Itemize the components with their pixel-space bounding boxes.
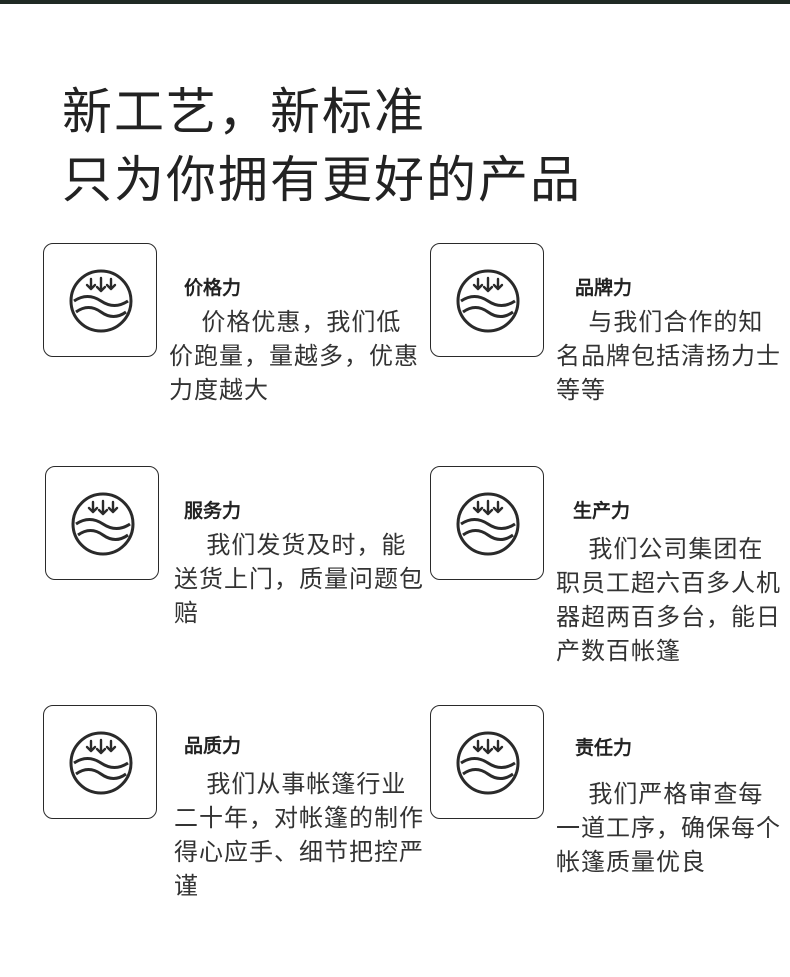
page-headline: 新工艺，新标准 只为你拥有更好的产品 — [62, 78, 582, 214]
icon-box — [430, 705, 544, 819]
feature-desc: 我们从事帐篷行业二十年，对帐篷的制作得心应手、细节把控严谨 — [174, 770, 424, 900]
icon-box — [43, 243, 157, 357]
icon-box — [45, 466, 159, 580]
wave-down-arrows-icon — [456, 492, 520, 556]
wave-down-arrows-icon — [456, 731, 520, 795]
feature-desc: 与我们合作的知名品牌包括清扬力士等等 — [556, 308, 781, 404]
icon-box — [430, 466, 544, 580]
wave-down-arrows-icon — [456, 269, 520, 333]
icon-box — [430, 243, 544, 357]
feature-title: 责任力 — [575, 737, 633, 759]
feature-desc: 我们严格审查每一道工序，确保每个帐篷质量优良 — [556, 780, 781, 876]
wave-down-arrows-icon — [69, 731, 133, 795]
headline-line-1: 新工艺，新标准 — [62, 83, 426, 141]
top-bar — [0, 0, 790, 4]
feature-title: 价格力 — [184, 277, 242, 299]
feature-title: 品质力 — [184, 735, 242, 757]
wave-down-arrows-icon — [71, 492, 135, 556]
wave-down-arrows-icon — [69, 269, 133, 333]
feature-title: 品牌力 — [575, 277, 633, 299]
feature-title: 生产力 — [573, 500, 631, 522]
feature-desc: 我们公司集团在职员工超六百多人机器超两百多台，能日产数百帐篷 — [556, 535, 781, 665]
icon-box — [43, 705, 157, 819]
headline-line-2: 只为你拥有更好的产品 — [62, 151, 582, 209]
feature-title: 服务力 — [184, 500, 242, 522]
feature-desc: 价格优惠，我们低价跑量，量越多，优惠力度越大 — [169, 308, 419, 404]
feature-desc: 我们发货及时，能送货上门，质量问题包赔 — [174, 531, 424, 627]
